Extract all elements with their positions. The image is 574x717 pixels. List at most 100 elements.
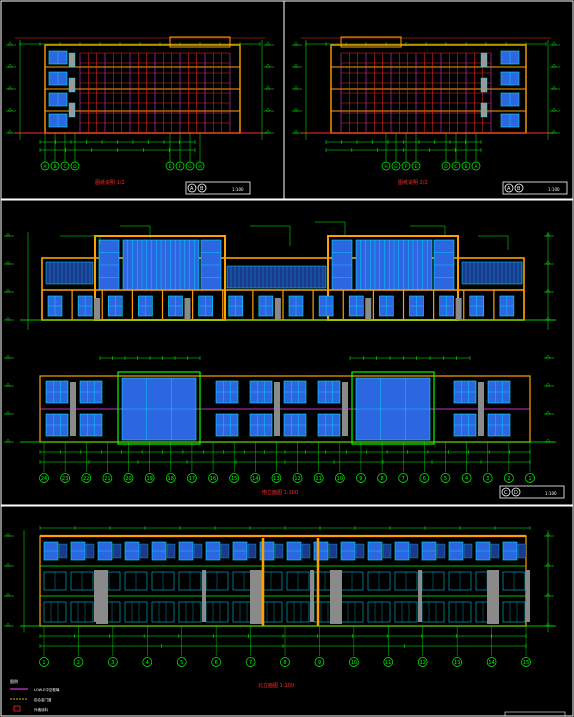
title-tag-top-right: A B 1:100: [502, 181, 568, 195]
bot-left-elev-triangle-2: [5, 562, 11, 567]
bot-door-17: [526, 570, 530, 622]
bot-window-top-side-17: [517, 543, 527, 559]
mid-axis-14-label: 10: [337, 476, 343, 482]
mid-axis-1-circle: [60, 473, 70, 483]
mid-lower-left-elev-triangle-3: [5, 354, 11, 359]
tl-left-elev-triangle-0: [7, 129, 13, 134]
tl-right-elev-triangle-0: [265, 129, 271, 134]
bot-axis-11-label: 12: [420, 660, 426, 666]
bot-window-low-0: [43, 601, 67, 623]
bot-axis-14-circle: [521, 657, 531, 667]
mid-upper-left-elev-triangle-0: [5, 316, 11, 321]
mid-upper-door-7: [274, 298, 281, 320]
tr-axis-4-label: D: [444, 164, 448, 170]
tl-left-elev-triangle-2: [7, 85, 13, 90]
tr-left-elev-triangle-0: [293, 129, 299, 134]
tr-left-elev-triangle-1: [293, 107, 299, 112]
mid-band-0: [45, 261, 94, 285]
tl-axis-6-circle: [185, 161, 195, 171]
mid-axis-16-circle: [377, 473, 387, 483]
bot-window-low-12: [367, 601, 391, 623]
bot-axis-13-label: 14: [488, 660, 494, 666]
bot-axis-6-circle: [245, 657, 256, 667]
tl-left-elev-triangle-3: [7, 63, 13, 68]
mid-upper-door-1: [94, 298, 101, 320]
tr-axis-3-circle: [411, 161, 421, 171]
mid-upper-left-elev-triangle-3: [5, 232, 11, 237]
tr-left-elev-triangle-3: [293, 63, 299, 68]
mid-axis-12-label: 12: [294, 476, 300, 482]
bot-window-low-4: [151, 601, 175, 623]
bot-window-top-side-9: [301, 543, 311, 559]
bot-axis-8-circle: [314, 657, 325, 667]
scale-middle: 1:100: [545, 491, 557, 496]
legend-item-3: 外墙涂料: [34, 707, 48, 712]
mid-axis-18-label: 6: [423, 476, 426, 482]
tl-side-panel-1: [68, 77, 76, 93]
mid-band-1: [226, 265, 327, 289]
mid-axis-10-label: 14: [252, 476, 258, 482]
mid-axis-2-circle: [81, 473, 92, 483]
mid-axis-11-circle: [271, 473, 282, 483]
tl-axis-7-circle: [195, 161, 205, 171]
bot-axis-5-circle: [211, 657, 221, 667]
tr-side-panel-0: [480, 52, 488, 68]
bot-axis-2-circle: [108, 657, 118, 667]
tr-side-panel-2: [480, 102, 488, 118]
mid-axis-8-circle: [208, 473, 218, 483]
bot-window-top-side-14: [436, 543, 446, 559]
tl-axis-6-label: G: [188, 164, 192, 170]
legend-item-2: 铝合金门窗: [34, 697, 52, 702]
tl-right-elev-triangle-4: [265, 41, 271, 46]
bot-axis-10-label: 11: [385, 660, 391, 666]
bot-axis-14-label: 15: [523, 660, 529, 666]
mid-lower-panel-8: [342, 382, 348, 436]
mid-axis-5-circle: [144, 473, 155, 483]
mid-lower-right-elev-triangle-0: [545, 438, 551, 443]
bot-axis-13-circle: [486, 657, 497, 667]
bot-window-top-side-12: [382, 543, 392, 559]
bot-window-top-side-6: [220, 543, 230, 559]
tr-axis-6-circle: [461, 161, 471, 171]
bot-stair-1: [250, 570, 262, 624]
tr-roof-block: [340, 36, 402, 48]
mid-axis-6-circle: [165, 473, 176, 483]
mid-lower-right-elev-triangle-2: [545, 382, 551, 387]
bot-window-low-11: [340, 601, 364, 623]
bot-window-low-15: [448, 601, 472, 623]
mid-axis-16-label: 8: [381, 476, 384, 482]
tr-left-elev-triangle-4: [293, 41, 299, 46]
tl-right-elev-triangle-1: [265, 107, 271, 112]
mid-lower-panel-0: [70, 382, 76, 436]
mid-axis-18-circle: [419, 473, 430, 483]
mid-axis-22-label: 2: [507, 476, 510, 482]
tl-side-panel-0: [68, 52, 76, 68]
mid-axis-23-circle: [525, 473, 535, 483]
tag-letter-mid-2: D: [514, 490, 518, 496]
bot-axis-11-circle: [417, 657, 428, 667]
mid-axis-3-circle: [102, 473, 113, 483]
bot-window-low-3: [124, 601, 148, 623]
bot-window-top-side-4: [166, 543, 176, 559]
mid-lower-left-elev-triangle-0: [5, 438, 11, 443]
tr-right-elev-triangle-3: [551, 63, 557, 68]
tr-right-elev-triangle-4: [551, 41, 557, 46]
tl-axis-7-label: H: [198, 164, 201, 170]
mid-axis-8-label: 16: [210, 476, 216, 482]
mid-axis-1-label: 23: [62, 476, 68, 482]
bot-axis-1-label: 2: [77, 660, 80, 666]
tl-axis-1-label: B: [53, 164, 56, 170]
mid-axis-19-circle: [440, 473, 451, 483]
mid-lower-right-elev-triangle-1: [545, 410, 551, 415]
tl-axis-5-label: F: [179, 164, 182, 170]
bot-left-elev-triangle-3: [5, 532, 11, 537]
caption-top-left: 图纸说明 1/2: [95, 179, 125, 186]
mid-axis-17-label: 7: [402, 476, 405, 482]
tr-right-elev-triangle-2: [551, 85, 557, 90]
mid-axis-15-circle: [356, 473, 366, 483]
bot-axis-12-circle: [452, 657, 462, 667]
mid-axis-21-label: 3: [486, 476, 489, 482]
